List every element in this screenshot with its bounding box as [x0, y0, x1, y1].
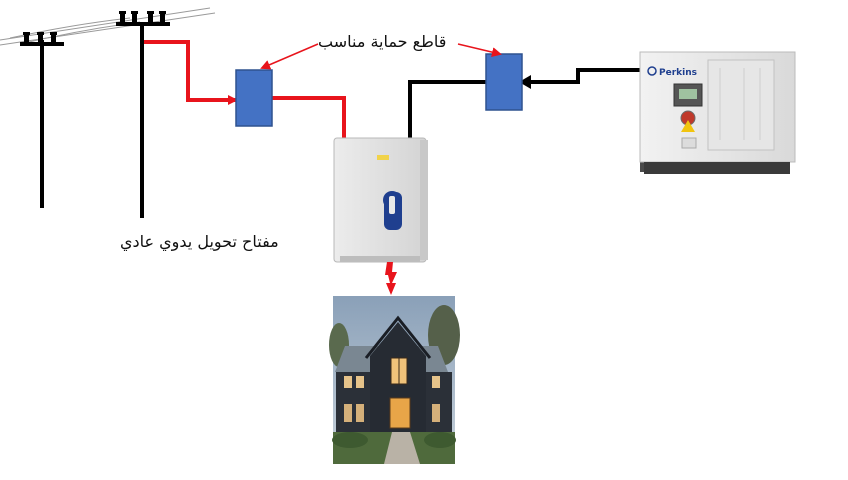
- utility-feed-line: [144, 42, 236, 100]
- overhead-wires: [0, 8, 215, 45]
- house-photo: [329, 296, 460, 464]
- breaker-box-generator: [486, 54, 522, 110]
- generator-to-switch-line: [410, 82, 486, 138]
- breaker-label: قاطع حماية مناسب: [318, 32, 446, 51]
- generator-icon: Perkins: [640, 52, 795, 174]
- power-pole-icon: [20, 32, 64, 208]
- breaker-box-utility: [236, 70, 272, 126]
- breaker-annotation-arrow: [458, 44, 500, 54]
- utility-to-switch-line: [272, 98, 344, 138]
- transfer-switch-icon: [334, 138, 428, 262]
- breaker-annotation-arrow: [262, 44, 318, 68]
- generator-brand: Perkins: [659, 68, 697, 78]
- transfer-switch-label: مفتاح تحويل يدوي عادي: [120, 232, 279, 251]
- generator-feed-line: [522, 70, 640, 82]
- lightning-arrow-icon: [385, 262, 397, 295]
